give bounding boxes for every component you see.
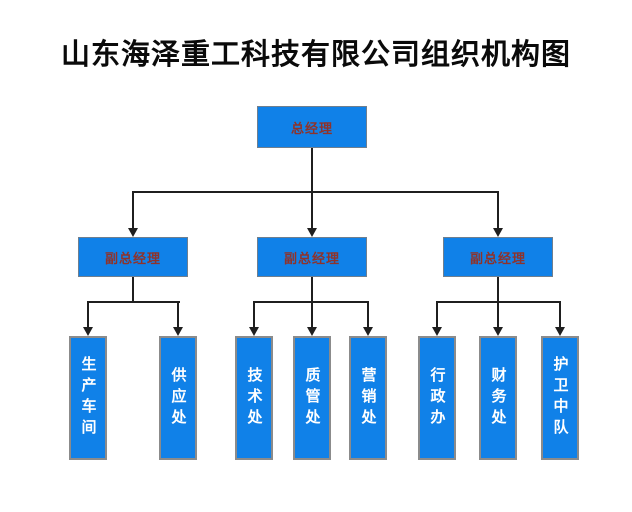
connector-line [367,302,369,328]
org-node-label: 质管处 [303,366,321,430]
org-node-deputy-manager-3: 副总经理 [443,237,553,277]
connector-line [559,302,561,328]
org-node-technology-office: 技术处 [235,336,273,460]
connector-line [132,192,134,229]
arrow-down-icon [249,327,259,336]
org-node-general-manager: 总经理 [257,106,367,148]
org-node-label: 技术处 [245,366,263,430]
arrow-down-icon [307,327,317,336]
org-node-label: 总经理 [290,120,333,136]
connector-line [497,277,499,302]
arrow-down-icon [493,327,503,336]
org-node-production-workshop: 生产车间 [69,336,107,460]
connector-line [311,192,313,229]
connector-line [311,148,313,192]
org-node-finance-office: 财务处 [479,336,517,460]
org-node-deputy-manager-2: 副总经理 [257,237,367,277]
org-node-label: 营销处 [359,366,377,430]
connector-line [177,302,179,328]
arrow-down-icon [173,327,183,336]
connector-line [311,277,313,302]
org-node-quality-office: 质管处 [293,336,331,460]
org-node-admin-office: 行政办 [418,336,456,460]
org-node-label: 副总经理 [469,250,526,266]
connector-line [132,277,134,302]
org-node-label: 生产车间 [79,356,97,440]
org-node-label: 财务处 [489,366,507,430]
org-node-label: 护卫中队 [551,356,569,440]
org-node-marketing-office: 营销处 [349,336,387,460]
connector-line [311,302,313,328]
arrow-down-icon [307,228,317,237]
org-node-label: 副总经理 [283,250,340,266]
arrow-down-icon [493,228,503,237]
connector-line [497,302,499,328]
arrow-down-icon [555,327,565,336]
arrow-down-icon [83,327,93,336]
connector-line [436,302,438,328]
arrow-down-icon [363,327,373,336]
chart-title: 山东海泽重工科技有限公司组织机构图 [60,39,571,71]
org-node-supply-office: 供应处 [159,336,197,460]
connector-line [87,301,180,303]
arrow-down-icon [128,228,138,237]
org-node-label: 副总经理 [104,250,161,266]
org-node-label: 行政办 [428,366,446,430]
org-node-guard-squadron: 护卫中队 [541,336,579,460]
connector-line [497,192,499,229]
arrow-down-icon [432,327,442,336]
connector-line [253,302,255,328]
connector-line [132,191,499,193]
org-node-label: 供应处 [169,366,187,430]
connector-line [87,302,89,328]
org-node-deputy-manager-1: 副总经理 [78,237,188,277]
